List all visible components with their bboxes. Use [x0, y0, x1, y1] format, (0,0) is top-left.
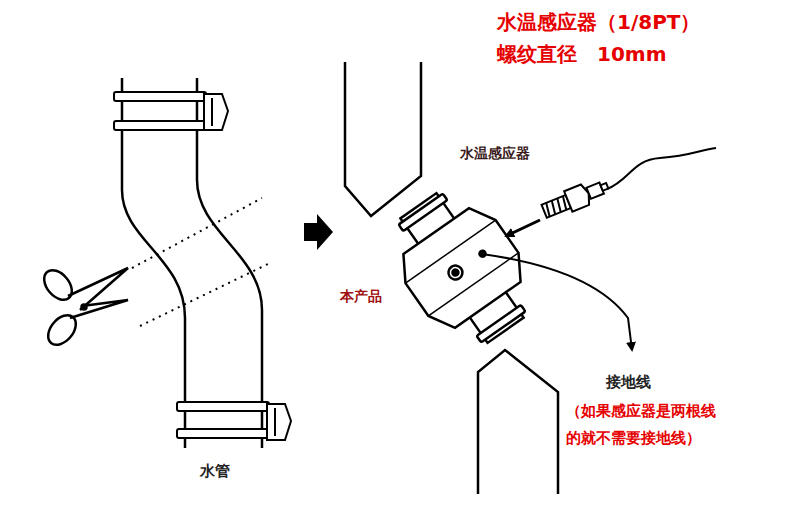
- water-hose: [122, 78, 262, 448]
- hose-cut-upper: [345, 62, 421, 216]
- part-label: 水温感应器: [460, 145, 530, 162]
- note-text: （如果感应器是两根线 的就不需要接地线）: [566, 398, 728, 452]
- spec-title: 水温感应器（1/8PT）: [497, 10, 700, 34]
- part-label: 水管: [200, 462, 230, 480]
- hose-clamp: [114, 92, 228, 130]
- ground-label: 接地线: [606, 373, 651, 391]
- hose-clamp: [177, 402, 291, 440]
- ground-wire: [482, 254, 632, 350]
- sensor-wire: [607, 148, 716, 189]
- scissors: [39, 265, 128, 350]
- hose-cut-lower: [478, 350, 558, 494]
- adapter: [373, 174, 550, 362]
- process-arrow: [304, 214, 333, 250]
- temperature-sensor: [540, 176, 611, 222]
- insert-arrow: [506, 220, 540, 236]
- cut-line: [132, 198, 272, 326]
- part-label: 本产品: [340, 288, 382, 305]
- thread-diameter: 螺纹直径 10mm: [497, 42, 667, 66]
